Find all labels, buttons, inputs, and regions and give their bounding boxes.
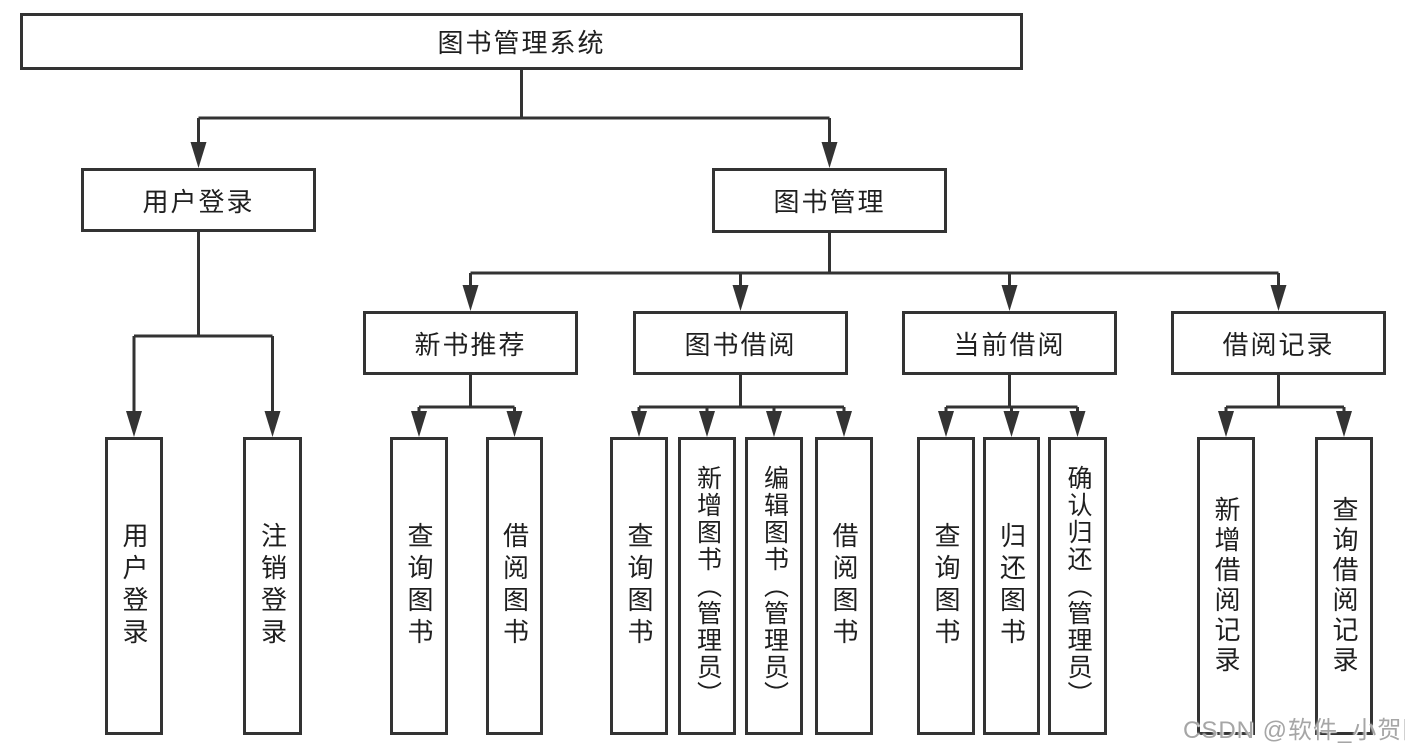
arrowhead-icon	[836, 411, 852, 437]
leaf-newbook-borrow: 借阅图书	[486, 437, 543, 735]
arrowhead-icon	[1218, 411, 1234, 437]
arrowhead-icon	[462, 285, 479, 311]
arrowhead-icon	[126, 411, 142, 437]
leaf-borrow-query-label: 查询图书	[624, 522, 654, 650]
node-current-borrow: 当前借阅	[902, 311, 1117, 375]
leaf-current-query-label: 查询图书	[931, 522, 961, 650]
node-book-borrow-label: 图书借阅	[684, 329, 797, 360]
arrowhead-icon	[1003, 411, 1020, 437]
arrowhead-icon	[411, 411, 427, 437]
arrowhead-icon	[699, 411, 715, 437]
node-borrow-records-label: 借阅记录	[1222, 329, 1335, 360]
arrowhead-icon	[821, 142, 838, 168]
node-borrow-records: 借阅记录	[1171, 311, 1386, 375]
arrowhead-icon	[1336, 411, 1352, 437]
leaf-borrow-borrow-label: 借阅图书	[829, 522, 859, 650]
leaf-record-add-label: 新增借阅记录	[1211, 496, 1241, 676]
arrowhead-icon	[1270, 285, 1287, 311]
node-user-login-label: 用户登录	[142, 186, 255, 217]
node-root-label: 图书管理系统	[437, 28, 606, 58]
leaf-borrow-query: 查询图书	[610, 437, 668, 735]
leaf-borrow-edit-admin-label: 编辑图书（管理员）	[760, 464, 789, 708]
leaf-newbook-query: 查询图书	[390, 437, 448, 735]
leaf-current-confirm-admin: 确认归还（管理员）	[1048, 437, 1107, 735]
leaf-record-query: 查询借阅记录	[1315, 437, 1373, 735]
node-book-management: 图书管理	[712, 168, 947, 233]
leaf-logout-label: 注销登录	[257, 522, 288, 650]
leaf-record-query-label: 查询借阅记录	[1329, 496, 1359, 676]
node-current-borrow-label: 当前借阅	[953, 329, 1066, 360]
arrowhead-icon	[732, 285, 749, 311]
csdn-watermark: CSDN @软件_小贺同学	[1183, 717, 1405, 744]
arrowhead-icon	[631, 411, 647, 437]
leaf-current-return-label: 归还图书	[996, 522, 1027, 650]
arrowhead-icon	[506, 411, 523, 437]
node-book-management-label: 图书管理	[773, 187, 886, 217]
leaf-record-add: 新增借阅记录	[1197, 437, 1255, 735]
leaf-user-login: 用户登录	[105, 437, 163, 735]
arrowhead-icon	[1001, 285, 1018, 311]
leaf-newbook-query-label: 查询图书	[404, 522, 434, 650]
arrowhead-icon	[264, 411, 281, 437]
leaf-logout: 注销登录	[243, 437, 302, 735]
leaf-borrow-add-admin: 新增图书（管理员）	[678, 437, 736, 735]
node-book-borrow: 图书借阅	[633, 311, 848, 375]
leaf-current-query: 查询图书	[917, 437, 975, 735]
leaf-borrow-add-admin-label: 新增图书（管理员）	[693, 464, 722, 708]
arrowhead-icon	[190, 142, 207, 168]
arrowhead-icon	[938, 411, 954, 437]
leaf-user-login-label: 用户登录	[119, 522, 149, 650]
arrowhead-icon	[766, 411, 782, 437]
node-new-book-recommend: 新书推荐	[363, 311, 578, 375]
leaf-borrow-edit-admin: 编辑图书（管理员）	[745, 437, 803, 735]
leaf-current-return: 归还图书	[983, 437, 1040, 735]
leaf-borrow-borrow: 借阅图书	[815, 437, 873, 735]
node-user-login: 用户登录	[81, 168, 316, 232]
leaf-current-confirm-admin-label: 确认归还（管理员）	[1064, 464, 1092, 708]
arrowhead-icon	[1069, 411, 1086, 437]
node-new-book-recommend-label: 新书推荐	[414, 329, 527, 360]
leaf-newbook-borrow-label: 借阅图书	[499, 522, 530, 650]
node-root: 图书管理系统	[20, 13, 1023, 70]
